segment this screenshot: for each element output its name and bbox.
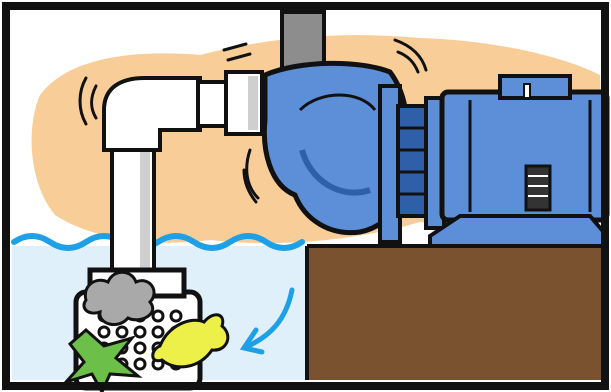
soil-block [307, 246, 601, 380]
motor-base [430, 216, 607, 246]
pipe-horizontal [198, 82, 228, 126]
motor-vent [526, 166, 550, 210]
